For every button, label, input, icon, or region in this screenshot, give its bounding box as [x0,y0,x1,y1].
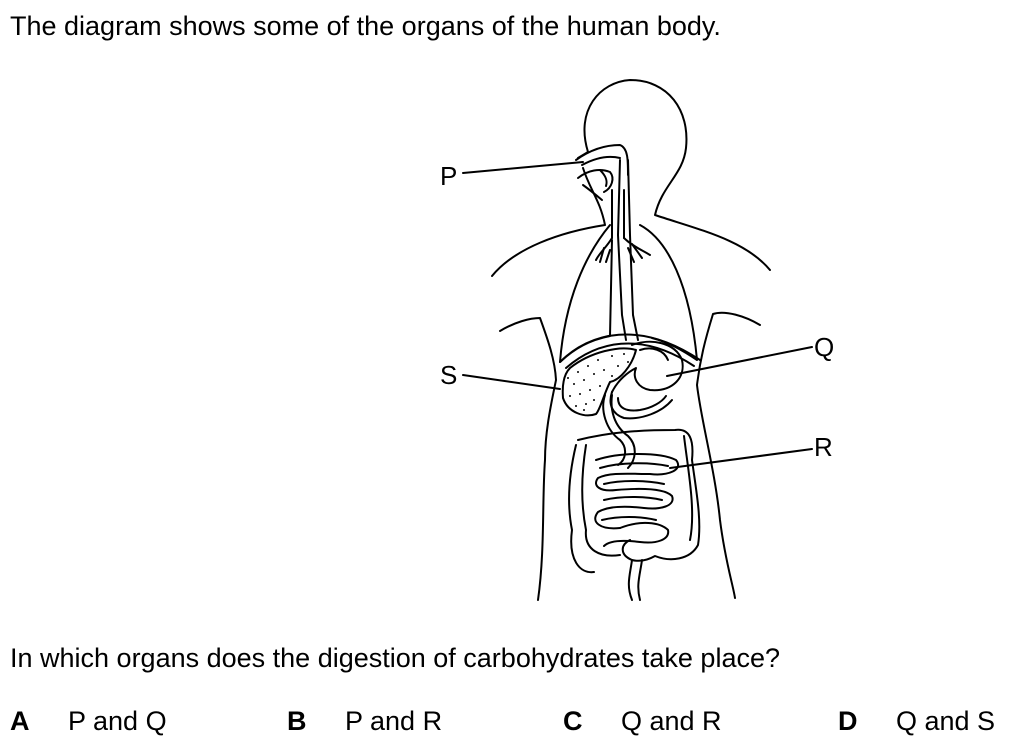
option-b[interactable]: B P and R [287,703,442,739]
small-intestine [594,453,679,547]
stomach [611,340,684,393]
option-c[interactable]: C Q and R [563,703,722,739]
option-text: Q and R [621,706,722,736]
liver-stipple [567,353,629,411]
diaphragm [559,333,701,369]
option-letter: B [287,706,307,736]
duodenum [609,391,673,420]
lungs [559,224,698,363]
option-letter: A [10,706,30,736]
rectum [627,559,643,601]
label-p: P [440,161,458,191]
option-a[interactable]: A P and Q [10,703,167,739]
option-letter: D [838,706,858,736]
option-text: P and R [345,706,443,736]
label-s: S [440,360,458,390]
large-intestine [568,428,701,574]
option-d[interactable]: D Q and S [838,703,995,739]
label-q: Q [814,332,835,362]
option-letter: C [563,706,583,736]
oesophagus-trachea [595,159,651,341]
question-text: In which organs does the digestion of ca… [10,643,780,673]
liver [561,347,637,417]
label-r: R [814,432,833,462]
option-text: P and Q [68,706,167,736]
option-text: Q and S [896,706,996,736]
question-stem: The diagram shows some of the organs of … [10,11,721,41]
label-leaders [462,161,813,469]
body-outline [491,79,771,601]
